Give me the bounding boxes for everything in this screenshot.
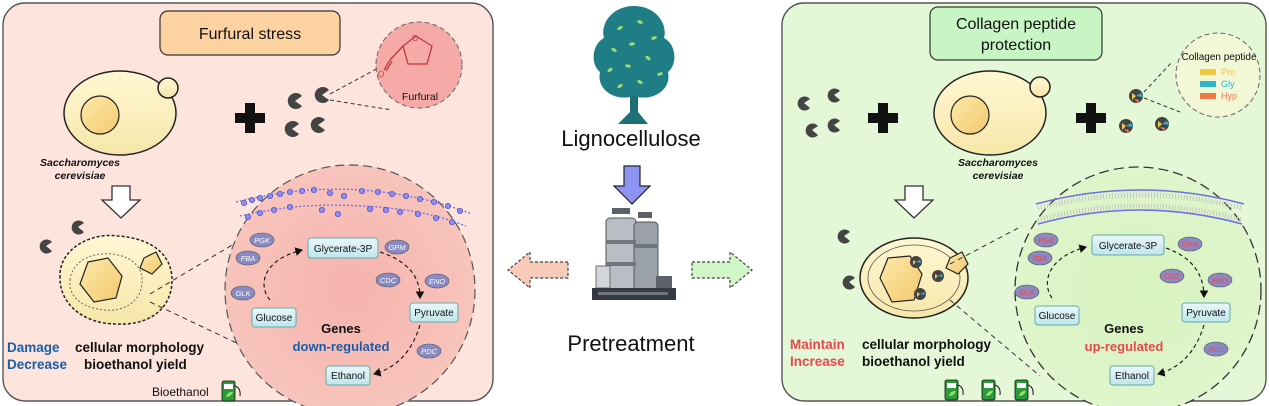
left-cell-zoom-circle [224, 164, 476, 406]
enzyme-eno-left: ENO [429, 277, 445, 286]
right-effect-keyword-1: Maintain [790, 337, 845, 352]
tree-icon [593, 6, 675, 124]
right-effect-keyword-2: Increase [790, 354, 845, 369]
left-panel: Furfural stress Saccharomyces cerevisiae [2, 2, 494, 406]
genes-status-right: up-regulated [1085, 339, 1164, 354]
plus-icon-right-1 [868, 103, 898, 133]
pyruvate-box-left [409, 302, 459, 323]
left-effect-keyword-1: Damage [7, 340, 60, 355]
glucose-label-right: Glucose [1039, 311, 1076, 322]
left-organism-line2: cerevisiae [55, 170, 106, 182]
left-title-box [159, 10, 341, 56]
glucose-label-left: Glucose [256, 313, 293, 324]
enzyme-cdc-right: CDC [1164, 272, 1181, 281]
reactor-icon [592, 208, 676, 300]
right-title-line1: Collagen peptide [956, 16, 1076, 33]
pyruvate-label-left: Pyruvate [414, 308, 454, 319]
ethanol-box-left [325, 365, 371, 386]
legend-label-gly: Gly [1221, 79, 1235, 89]
enzyme-cdc-left: CDC [380, 276, 397, 285]
right-organism-line1: Saccharomyces [958, 157, 1038, 169]
bioethanol-label: Bioethanol [152, 385, 209, 399]
svg-text:O: O [412, 34, 418, 43]
glycerate-box-left [307, 237, 379, 259]
plus-icon-right-2 [1076, 103, 1106, 133]
glycerate-box-right [1091, 234, 1165, 256]
collagen-zoom-circle [1175, 32, 1261, 118]
fuel-pump-icon [221, 380, 241, 402]
enzyme-fba-left: FBA [241, 254, 256, 263]
right-effect-rest-1: cellular morphology [862, 337, 992, 352]
healthy-yeast-cell [63, 70, 179, 156]
pathway-left: Glycerate-3P Glucose Pyruvate Ethanol PG… [230, 232, 459, 386]
legend-swatch-pro [1200, 69, 1216, 75]
enzyme-eno-right: ENO [1212, 276, 1228, 285]
left-effect-rest-1: cellular morphology [75, 340, 205, 355]
down-arrow-center [612, 165, 652, 205]
furfural-zoom-circle [375, 21, 463, 109]
left-organism-line1: Saccharomyces [40, 157, 120, 169]
legend-swatch-gly [1200, 81, 1216, 87]
pacmen-right-upper [797, 88, 840, 138]
enzyme-pdc-right: PDC [1208, 345, 1224, 354]
glucose-box-left [251, 307, 297, 328]
left-dashed-arrow [507, 250, 569, 290]
right-title-line2: protection [981, 37, 1051, 54]
enzyme-glk-left: GLK [235, 289, 251, 298]
right-title-box [929, 6, 1103, 61]
ethanol-box-right [1109, 365, 1155, 386]
protected-yeast-cell [859, 237, 969, 319]
center-column: Lignocellulose Pretreatment [507, 6, 753, 356]
pacmen-right-lower [837, 229, 855, 290]
furfural-label: Furfural [402, 91, 438, 103]
ethanol-label-left: Ethanol [331, 371, 365, 382]
down-arrow-left [100, 185, 142, 219]
lignocellulose-label: Lignocellulose [561, 126, 700, 151]
left-effect-rest-2: bioethanol yield [84, 357, 187, 372]
glycerate-label-left: Glycerate-3P [314, 244, 373, 255]
healthy-yeast-cell-right [933, 70, 1051, 156]
enzyme-pdc-left: PDC [421, 347, 437, 356]
enzyme-pgk-left: PGK [254, 236, 271, 245]
right-effect-rest-2: bioethanol yield [862, 354, 965, 369]
enzyme-fba-right: FBA [1033, 254, 1048, 263]
enzyme-glk-right: GLK [1019, 288, 1035, 297]
collagen-legend-title: Collagen peptide [1181, 52, 1256, 63]
enzyme-pgk-right: PGK [1038, 236, 1055, 245]
pretreatment-label: Pretreatment [567, 331, 694, 356]
enzyme-gpm-left: GPM [388, 243, 406, 252]
legend-label-hyp: Hyp [1221, 91, 1237, 101]
genes-status-left: down-regulated [293, 339, 390, 354]
plus-icon [235, 103, 265, 133]
collagen-complexes [1119, 89, 1169, 133]
pyruvate-box-right [1181, 302, 1231, 323]
fuel-pump-icons [944, 379, 1034, 401]
pyruvate-label-right: Pyruvate [1186, 308, 1226, 319]
furfural-molecules [284, 86, 329, 137]
enzyme-gpm-right: GPM [1181, 240, 1199, 249]
right-dashed-arrow [691, 250, 753, 290]
glucose-box-right [1034, 305, 1080, 326]
legend-label-pro: Pro [1221, 67, 1235, 77]
left-effect-keyword-2: Decrease [7, 357, 68, 372]
right-panel: Collagen peptide protection Saccharomyce… [781, 2, 1267, 406]
genes-label-right: Genes [1104, 321, 1144, 336]
genes-label-left: Genes [321, 321, 361, 336]
glycerate-label-right: Glycerate-3P [1099, 241, 1158, 252]
ethanol-label-right: Ethanol [1115, 371, 1149, 382]
membrane-beads-left [240, 186, 464, 226]
furfural-structure-icon [383, 35, 433, 72]
left-title: Furfural stress [199, 26, 301, 43]
damaged-yeast-cell [59, 234, 173, 325]
right-cell-zoom-circle [1014, 166, 1262, 406]
svg-text:O: O [378, 70, 384, 79]
right-organism-line2: cerevisiae [973, 170, 1024, 182]
down-arrow-right [893, 185, 935, 219]
pathway-right: Glycerate-3P Glucose Pyruvate Ethanol PG… [1014, 232, 1233, 386]
legend-swatch-hyp [1200, 93, 1216, 99]
intact-membrane [1035, 189, 1245, 225]
